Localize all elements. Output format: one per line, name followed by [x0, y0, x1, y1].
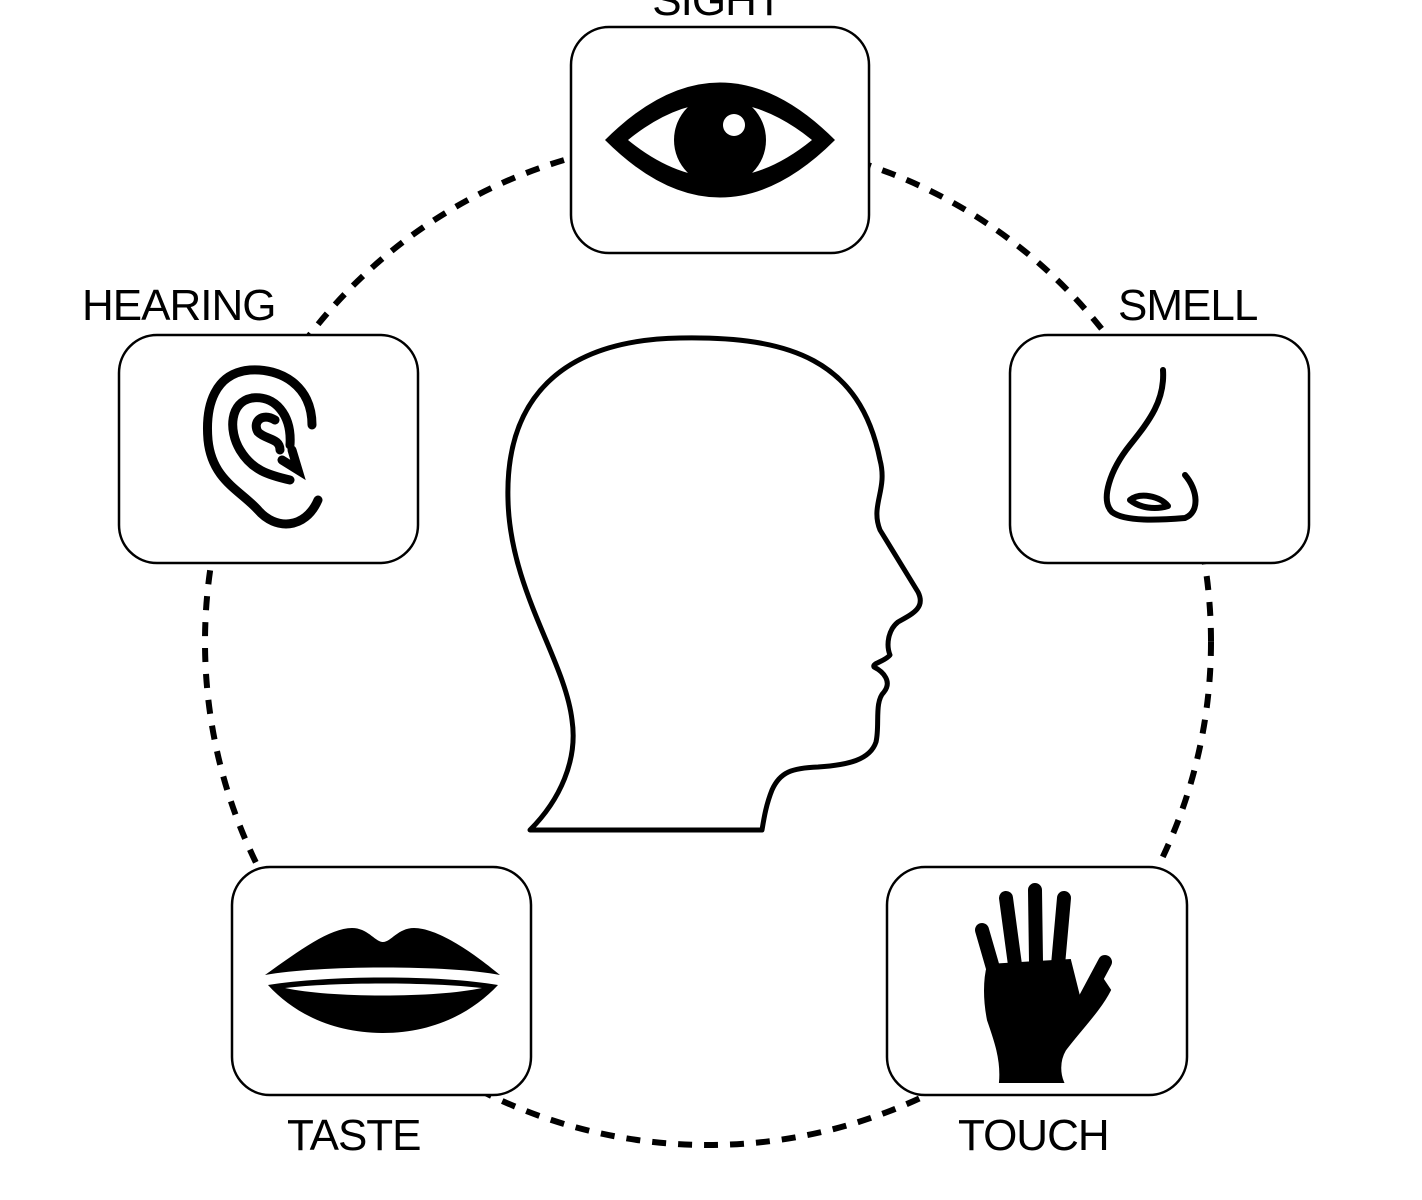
- head-profile-icon: [505, 335, 923, 833]
- nose-icon: [1103, 367, 1199, 523]
- smell-box: [1008, 333, 1311, 565]
- sense-taste: TASTE: [230, 865, 533, 1160]
- hearing-box: [117, 333, 420, 565]
- sense-hearing: HEARING: [82, 281, 420, 565]
- sense-sight: SIGHT: [569, 0, 871, 255]
- sight-label: SIGHT: [652, 0, 782, 25]
- sense-smell: SMELL: [1008, 281, 1311, 565]
- taste-label: TASTE: [287, 1111, 421, 1160]
- touch-label: TOUCH: [958, 1111, 1109, 1160]
- eye-icon: [605, 82, 835, 198]
- hearing-label: HEARING: [82, 281, 275, 330]
- sense-touch: TOUCH: [885, 865, 1189, 1160]
- lips-icon: [265, 928, 500, 1033]
- smell-label: SMELL: [1118, 281, 1258, 330]
- hand-icon: [975, 883, 1112, 1083]
- ear-icon: [203, 365, 323, 529]
